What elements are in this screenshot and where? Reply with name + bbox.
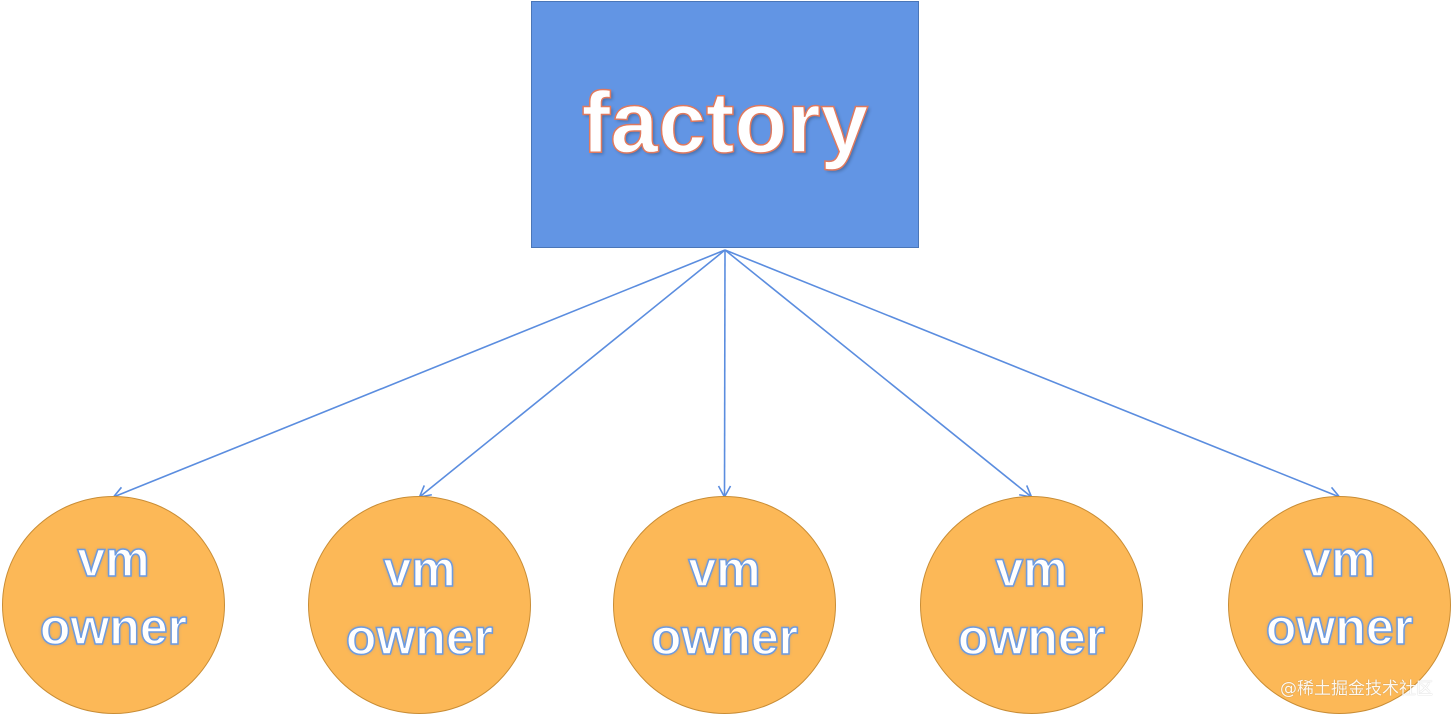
vm-owner-label-line1: vm [995,540,1069,598]
vm-owner-node-5: vm owner [1228,496,1451,714]
vm-owner-label-line1: vm [77,530,151,588]
edge-arrow-2 [418,249,726,499]
vm-owner-label-line2: owner [345,608,494,666]
vm-owner-node-4: vm owner [920,496,1143,714]
edge-arrow-1 [111,249,726,500]
edge-arrow-3 [717,249,732,499]
vm-owner-label-line2: owner [1265,598,1414,656]
factory-node: factory [531,1,919,248]
vm-owner-node-3: vm owner [613,496,836,714]
factory-label: factory [581,74,869,172]
vm-owner-label-line2: owner [650,608,799,666]
edge-arrow-5 [724,249,1342,500]
vm-owner-node-1: vm owner [2,496,225,714]
vm-owner-label-line2: owner [39,598,188,656]
edge-arrow-4 [724,249,1033,499]
vm-owner-label-line1: vm [383,540,457,598]
watermark: @稀土掘金技术社区 [1280,679,1433,699]
vm-owner-node-2: vm owner [308,496,531,714]
vm-owner-label-line1: vm [688,540,762,598]
vm-owner-label-line2: owner [957,608,1106,666]
vm-owner-label-line1: vm [1303,530,1377,588]
